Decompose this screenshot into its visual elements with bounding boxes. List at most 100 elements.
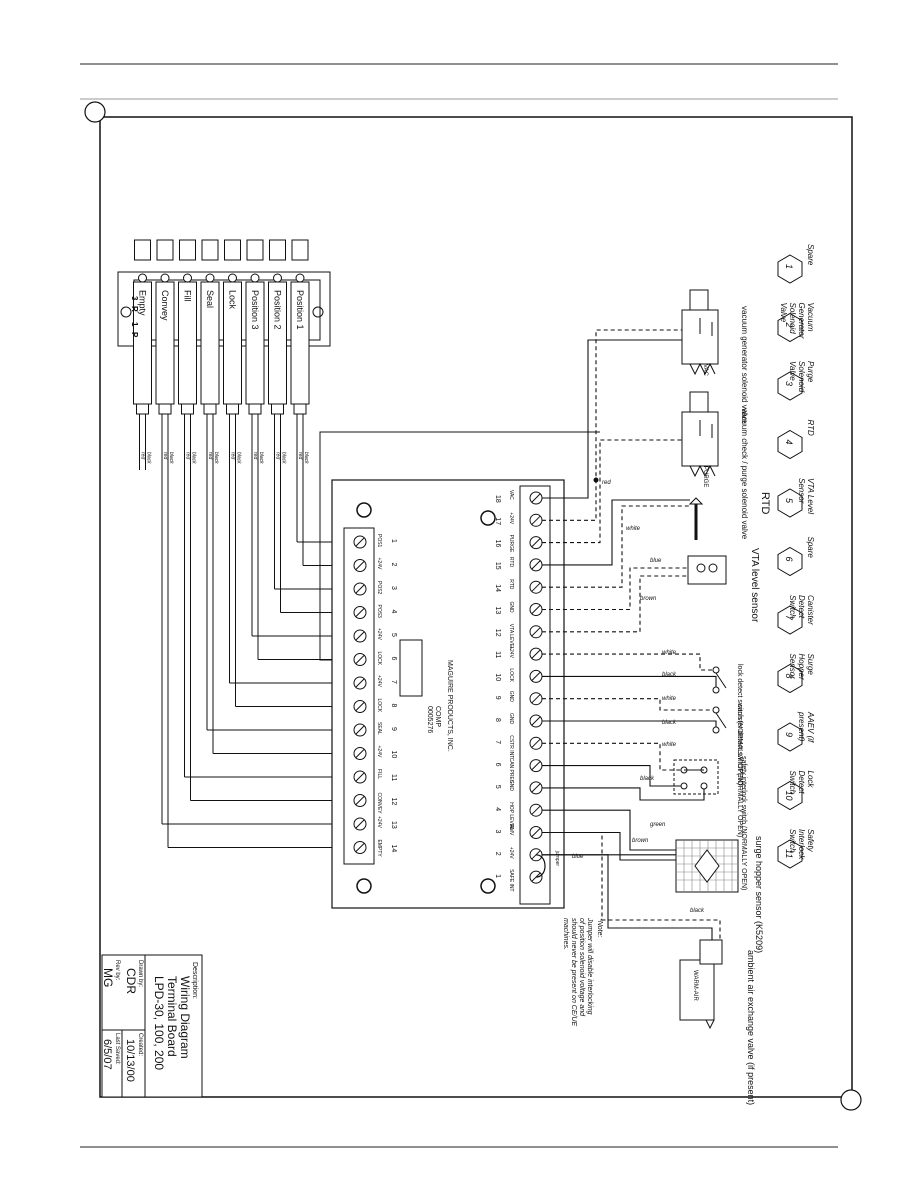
wire-label-red: red (140, 452, 146, 459)
connector-module: Fill (178, 239, 197, 415)
connector-module: Empty (133, 239, 152, 415)
right-terminal-label: SAFE INT (508, 869, 514, 892)
wire-label-red: red (185, 452, 191, 459)
callout-label: VacuumGeneratorSolenoidValve (779, 303, 815, 339)
connector-module: Position 2 (268, 239, 287, 415)
wire-label-red: red (252, 452, 258, 459)
label-surge-hopper-sensor: surge hopper sensor (K5209) (754, 836, 764, 953)
callout-hexagon (777, 839, 803, 869)
wire-color-tag: black (690, 908, 705, 914)
aaev-wire-2 (542, 854, 713, 940)
purge-valve-wire (542, 439, 682, 544)
left-terminal-number: 12 (390, 798, 397, 806)
connector-screw (205, 273, 215, 283)
board-maker: MAGUIRE PRODUCTS, INC. (446, 660, 453, 752)
right-terminal-label: VAC (508, 490, 514, 500)
left-terminal-number: 3 (390, 586, 397, 590)
interlock-wire-2 (542, 765, 681, 787)
left-terminal-label: +24V (376, 675, 382, 687)
board-mount-hole-2 (356, 502, 372, 518)
title-block: Description: Wiring Diagram Terminal Boa… (101, 954, 203, 1098)
tb-last-saved: 6/5/07 (101, 1039, 113, 1070)
right-terminal-label: LOCK (508, 668, 514, 682)
callout-label: AAEV (ifpresent) (797, 711, 815, 743)
valve-tag-aaev: WARM-AIR (692, 970, 698, 1001)
left-terminal-number: 8 (390, 704, 397, 708)
connector-screw (273, 273, 282, 283)
callout-label: PurgeSolenoidValve (788, 361, 815, 393)
wire-color-tag: white (626, 526, 641, 532)
tb-created-label: Created: (137, 1033, 143, 1056)
left-terminal-number: 4 (390, 610, 397, 614)
connector-module: Seal (200, 239, 220, 415)
wire-label-black: black (168, 452, 174, 464)
junction-dot (593, 477, 599, 483)
wire-color-tag: white (662, 742, 677, 748)
ambient-air-valve (679, 939, 723, 1030)
board-mount-hole-1 (480, 510, 496, 526)
mount-hole-left (120, 306, 132, 318)
callout-hexagon (777, 371, 803, 401)
right-terminal-number: 9 (494, 696, 501, 700)
note-line-4: machines. (562, 918, 569, 950)
interlock-wire-1 (542, 742, 681, 771)
surge-hopper-sensor (675, 839, 739, 893)
canister-switch-wire-1 (542, 698, 713, 711)
wire-label-red: red (297, 452, 303, 459)
note-line-3: should never be present on CE/UE (570, 918, 577, 1027)
tb-rev-by: MG (101, 968, 115, 987)
connector-module: Lock (223, 239, 242, 415)
connector-label: Seal (205, 290, 215, 308)
callout-number: 11 (784, 849, 794, 858)
note-line-2: of position solenoid voltage and (578, 918, 585, 1017)
label-vta-level-sensor: VTA level sensor (749, 548, 760, 623)
wire-color-tag: black (662, 672, 677, 678)
wire-label-red: red (207, 452, 213, 459)
left-terminal-number: 10 (390, 751, 397, 759)
callout-hexagon (777, 605, 803, 635)
label-ambient-air-valve: ambient air exchange valve (if present) (746, 950, 756, 1105)
callout-hexagon (777, 429, 803, 460)
connector-header-1: 1 (130, 322, 139, 327)
interlock-wire-3 (542, 787, 705, 801)
label-canister-detect-switch: canister detect switch (NORMALLY OPEN) (736, 704, 743, 837)
connector-screw (295, 273, 305, 283)
left-terminal-label: LOCK (376, 652, 382, 666)
label-lock-detect-switch: lock detect switch (NORMALLY OPEN) (736, 664, 743, 785)
connector-label: Empty (138, 290, 148, 316)
callout-number: 4 (784, 440, 794, 445)
right-terminal-number: 5 (494, 785, 501, 789)
connector-screw (138, 273, 147, 283)
right-terminal-number: 6 (494, 763, 501, 767)
right-terminal-label: RTD (508, 579, 514, 590)
callout-label: LockDetectSwitch (788, 771, 815, 795)
board-mount-hole-3 (356, 878, 372, 894)
connector-label: Fill (183, 290, 193, 302)
left-terminal-number: 9 (390, 727, 397, 731)
callout-label: SurgeHopperSensor (788, 654, 815, 681)
lock-switch-wire-1 (542, 653, 713, 671)
right-terminal-label: GND (508, 713, 514, 725)
right-terminal-label: GND (508, 780, 514, 792)
left-terminal-number: 2 (390, 563, 397, 567)
callout-hexagon (777, 663, 803, 694)
rtd-wire-1 (542, 499, 690, 566)
tb-created: 10/13/00 (124, 1039, 136, 1082)
right-terminal-number: 15 (494, 562, 501, 570)
right-terminal-label: AMV (508, 825, 514, 837)
tb-description-line-3: LPD-30, 100, 200 (152, 976, 166, 1070)
right-terminal-label: CAN PRES (508, 758, 514, 784)
right-terminal-label: VTA LEVEL (508, 624, 514, 650)
callout-number: 7 (784, 615, 794, 621)
callout-hexagon (777, 722, 803, 752)
connector-label: Position 1 (295, 290, 305, 330)
rtd-probe (688, 497, 704, 540)
